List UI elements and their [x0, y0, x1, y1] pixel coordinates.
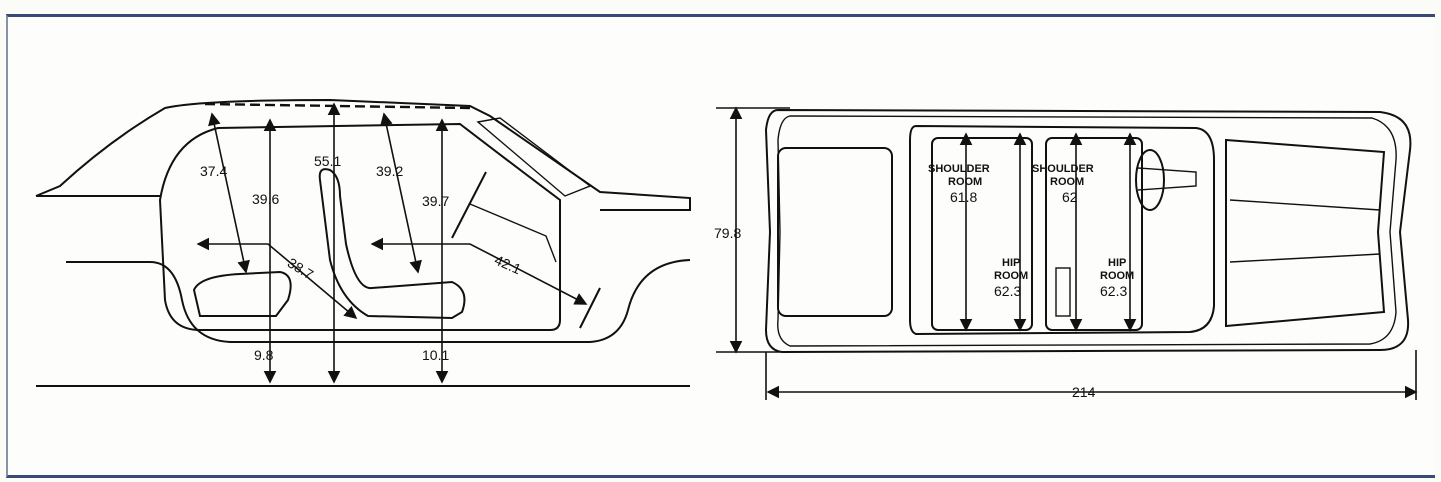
- front-shoulder-label-2: ROOM: [948, 176, 982, 188]
- rear-shoulder-value: 62: [1062, 189, 1078, 205]
- rear-seat: [192, 270, 292, 317]
- headroom-rear-label: 37.4: [200, 163, 227, 179]
- rear-hip-label-1: HIP: [1108, 257, 1126, 269]
- rear-shoulder-label-2: ROOM: [1050, 176, 1084, 188]
- windshield: [476, 117, 592, 197]
- headroom-front-label: 39.2: [376, 163, 403, 179]
- rear-hip-label-2: ROOM: [1100, 270, 1134, 282]
- side-view: 37.4 39.6 55.1 39.2 39.7 38.7 42.1 9.8 1…: [35, 98, 691, 387]
- top-view: 79.8 214 SHOULDER ROOM 61.8 SHOULDER ROO…: [714, 106, 1418, 400]
- steering-wheel-top: [1135, 149, 1165, 211]
- front-shoulder-value: 61.8: [950, 189, 977, 205]
- cabin-outline: [158, 122, 561, 331]
- headroom-front-total-label: 39.7: [422, 193, 449, 209]
- pedal: [579, 287, 601, 329]
- top-car-outline: [764, 108, 1412, 354]
- front-hip-label-1: HIP: [1002, 257, 1020, 269]
- overall-height-label: 55.1: [314, 153, 341, 169]
- overall-length-label: 214: [1072, 384, 1096, 400]
- front-seat-top: [1045, 137, 1143, 331]
- seat-height-rear-label: 9.8: [254, 347, 274, 363]
- car-body-outline: [35, 98, 691, 211]
- rear-seat-top: [931, 137, 1033, 331]
- front-hip-value: 62.3: [994, 283, 1021, 299]
- rear-window: [777, 147, 893, 317]
- steering-wheel: [451, 171, 487, 239]
- hood: [1225, 138, 1386, 328]
- seat-height-front-label: 10.1: [422, 347, 449, 363]
- overall-width-label: 79.8: [714, 225, 741, 241]
- rear-hip-value: 62.3: [1100, 283, 1127, 299]
- legroom-front-label: 42.1: [492, 252, 524, 278]
- front-shoulder-label-1: SHOULDER: [928, 163, 990, 175]
- top-cabin: [909, 124, 1215, 336]
- headroom-rear-total-label: 39.6: [252, 191, 279, 207]
- front-hip-label-2: ROOM: [994, 270, 1028, 282]
- rear-shoulder-label-1: SHOULDER: [1032, 163, 1094, 175]
- lower-body: [66, 259, 691, 343]
